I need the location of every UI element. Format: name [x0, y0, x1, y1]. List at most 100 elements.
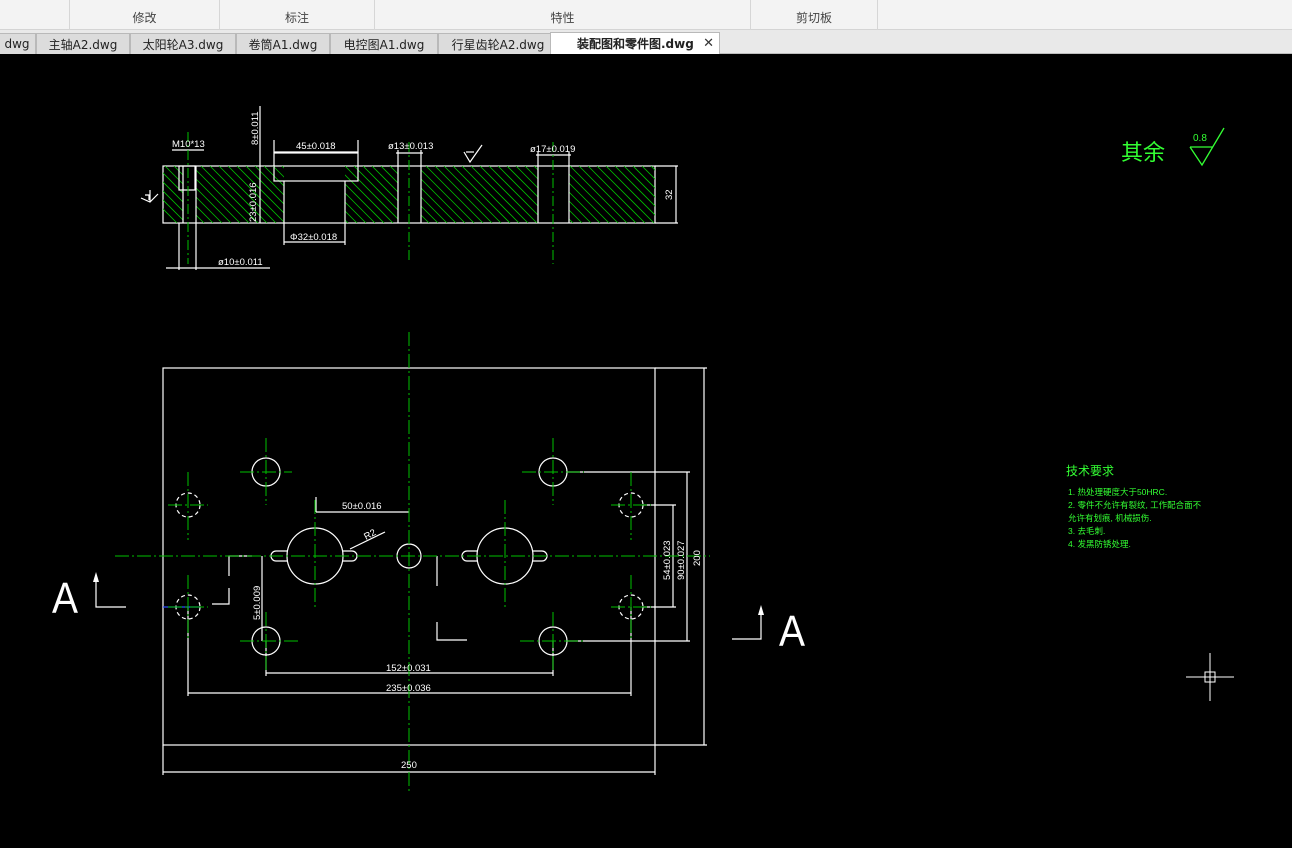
section-arrow-right: [758, 605, 764, 615]
hatch-line: [533, 166, 592, 223]
tab-document[interactable]: 卷筒A1.dwg: [236, 33, 330, 54]
hatch-line: [605, 166, 655, 223]
ribbon-group-dimension[interactable]: 标注: [220, 0, 375, 30]
dim-text: 54±0.023: [662, 540, 673, 580]
tab-document[interactable]: 主轴A2.dwg: [36, 33, 130, 54]
tab-label: dwg: [4, 37, 30, 51]
hatch-line: [678, 166, 735, 223]
hatch-line: [443, 166, 502, 223]
hatch-line: [326, 166, 385, 223]
note-line: 1. 热处理硬度大于50HRC.: [1068, 487, 1167, 497]
hatch-line: [163, 166, 214, 223]
ribbon-group-clipboard[interactable]: 剪切板: [751, 0, 878, 30]
hatch-line: [344, 166, 403, 223]
plan-center-lines: [115, 332, 710, 793]
tab-label: 行星齿轮A2.dwg: [451, 37, 545, 52]
dim-text: 50±0.016: [342, 501, 382, 512]
hatch-line: [506, 166, 565, 223]
cad-drawing[interactable]: M10*13 8±0.011 45±0.018 ø13±0.013 ø17±0.…: [0, 54, 1292, 844]
notes-title: 技术要求: [1066, 464, 1114, 478]
section-label-right: A: [779, 607, 806, 656]
hatch-line: [200, 166, 259, 223]
hatch-line: [497, 166, 556, 223]
plan-dimension-texts: 50±0.016 R2 54±0.023 90±0.027 200 5±0.00…: [252, 501, 703, 771]
hatch-line: [398, 166, 457, 223]
hatch-line: [632, 166, 655, 223]
hatch-line: [299, 166, 358, 223]
hatch-line: [218, 166, 277, 223]
dim-text: 235±0.036: [386, 683, 431, 694]
crosshair-cursor-icon: [1186, 653, 1234, 701]
roughness-note: 其余 0.8: [1121, 127, 1225, 167]
tab-label: 主轴A2.dwg: [48, 37, 118, 52]
hatch-line: [335, 166, 394, 223]
hatch-line: [587, 166, 646, 223]
hatch-line: [542, 166, 601, 223]
tab-label: 电控图A1.dwg: [343, 37, 425, 52]
dim-text: ø13±0.013: [388, 141, 433, 152]
hatch-line: [236, 166, 295, 223]
hatch-line: [705, 166, 762, 223]
dim-text: ø17±0.019: [530, 144, 575, 155]
ribbon-group-label: 修改: [132, 11, 157, 25]
hatch-line: [227, 166, 286, 223]
tab-document[interactable]: 行星齿轮A2.dwg: [438, 33, 558, 54]
note-line: 2. 零件不允许有裂纹, 工作配合面不: [1068, 500, 1202, 510]
hatch-line: [191, 166, 250, 223]
section-hatch: [163, 166, 771, 223]
section-dimension-texts: M10*13 8±0.011 45±0.018 ø13±0.013 ø17±0.…: [172, 111, 675, 268]
tab-document[interactable]: 太阳轮A3.dwg: [130, 33, 236, 54]
hatch-line: [163, 166, 178, 223]
ribbon-group-label: 剪切板: [795, 11, 832, 25]
dim-text: 200: [692, 550, 703, 566]
tab-document[interactable]: dwg: [0, 33, 36, 54]
ribbon-group-label: 标注: [284, 11, 309, 25]
hatch-line: [578, 166, 637, 223]
counterbore: [273, 152, 359, 182]
hatch-line: [714, 166, 771, 223]
hatch-line: [425, 166, 484, 223]
section-label-left: A: [52, 574, 79, 623]
note-line: 允许有划痕, 机械损伤.: [1068, 513, 1152, 523]
tab-label: 太阳轮A3.dwg: [142, 37, 224, 52]
roughness-value: 0.8: [1193, 133, 1207, 144]
dim-text: 8±0.011: [250, 111, 261, 145]
close-icon[interactable]: ✕: [703, 36, 714, 51]
hatch-line: [669, 166, 726, 223]
dim-text: R2: [362, 527, 378, 542]
ribbon-group-modify[interactable]: 修改: [70, 0, 220, 30]
hatch-line: [479, 166, 538, 223]
hatch-line: [164, 166, 223, 223]
roughness-symbol: [1189, 127, 1225, 167]
hatch-line: [623, 166, 655, 223]
hatch-line: [687, 166, 744, 223]
hatch-line: [596, 166, 655, 223]
section-markers: A A: [52, 574, 806, 656]
hatch-line: [290, 166, 349, 223]
technical-notes: 技术要求 1. 热处理硬度大于50HRC. 2. 零件不允许有裂纹, 工作配合面…: [1066, 464, 1202, 549]
roughness-label: 其余: [1121, 140, 1165, 165]
hatch-line: [263, 166, 322, 223]
dim-text: 152±0.031: [386, 663, 431, 674]
hatch-line: [551, 166, 610, 223]
hatch-line: [209, 166, 268, 223]
hatch-line: [650, 166, 655, 223]
hatch-line: [696, 166, 753, 223]
hatch-line: [362, 166, 421, 223]
hatch-line: [488, 166, 547, 223]
hatch-line: [641, 166, 655, 223]
hatch-line: [470, 166, 529, 223]
hatch-line: [560, 166, 619, 223]
tab-document[interactable]: 电控图A1.dwg: [330, 33, 438, 54]
ribbon-group-properties[interactable]: 特性: [375, 0, 751, 30]
dim-text: 32: [664, 189, 675, 200]
dim-text: 250: [401, 760, 417, 771]
section-view: [140, 106, 771, 270]
hatch-line: [407, 166, 466, 223]
dim-text: Φ32±0.018: [290, 232, 337, 243]
drawing-canvas[interactable]: M10*13 8±0.011 45±0.018 ø13±0.013 ø17±0.…: [0, 54, 1292, 844]
hatch-line: [353, 166, 412, 223]
hatch-line: [272, 166, 331, 223]
dim-text: 23±0.016: [248, 182, 259, 222]
tab-document-active[interactable]: 装配图和零件图.dwg ✕: [550, 32, 720, 54]
